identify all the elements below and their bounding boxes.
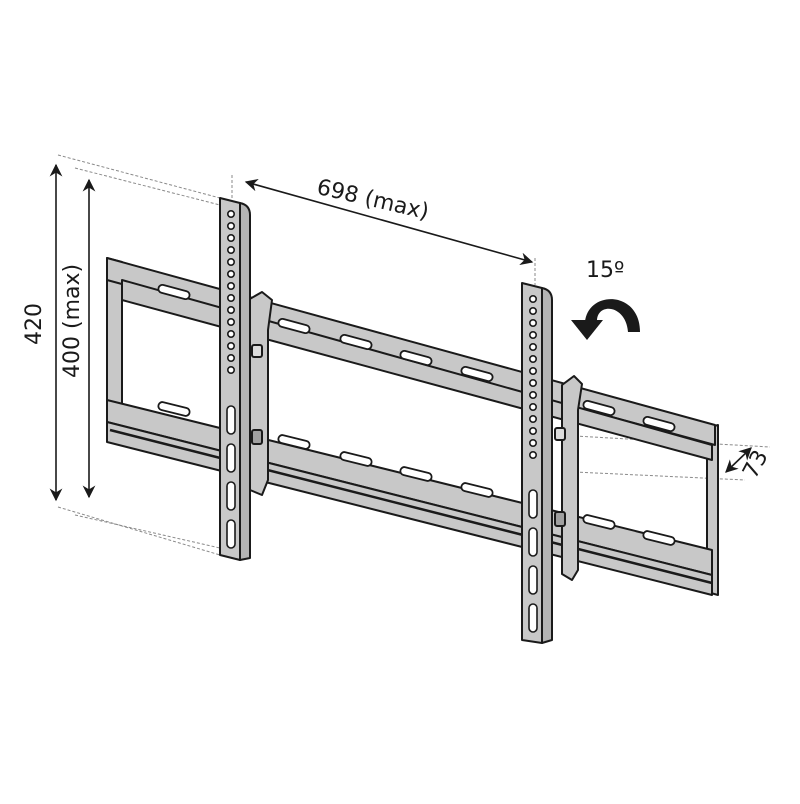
tilt-angle-label: 15º bbox=[586, 258, 625, 283]
vertical-max-label: 400 (max) bbox=[60, 263, 85, 378]
tilt-arrow-icon bbox=[571, 299, 640, 340]
left-vertical-arm bbox=[219, 197, 273, 561]
rail-slots bbox=[157, 283, 676, 546]
overall-height-label: 420 bbox=[22, 303, 47, 345]
right-vertical-arm bbox=[521, 282, 583, 644]
dimension-arrows bbox=[49, 163, 752, 502]
